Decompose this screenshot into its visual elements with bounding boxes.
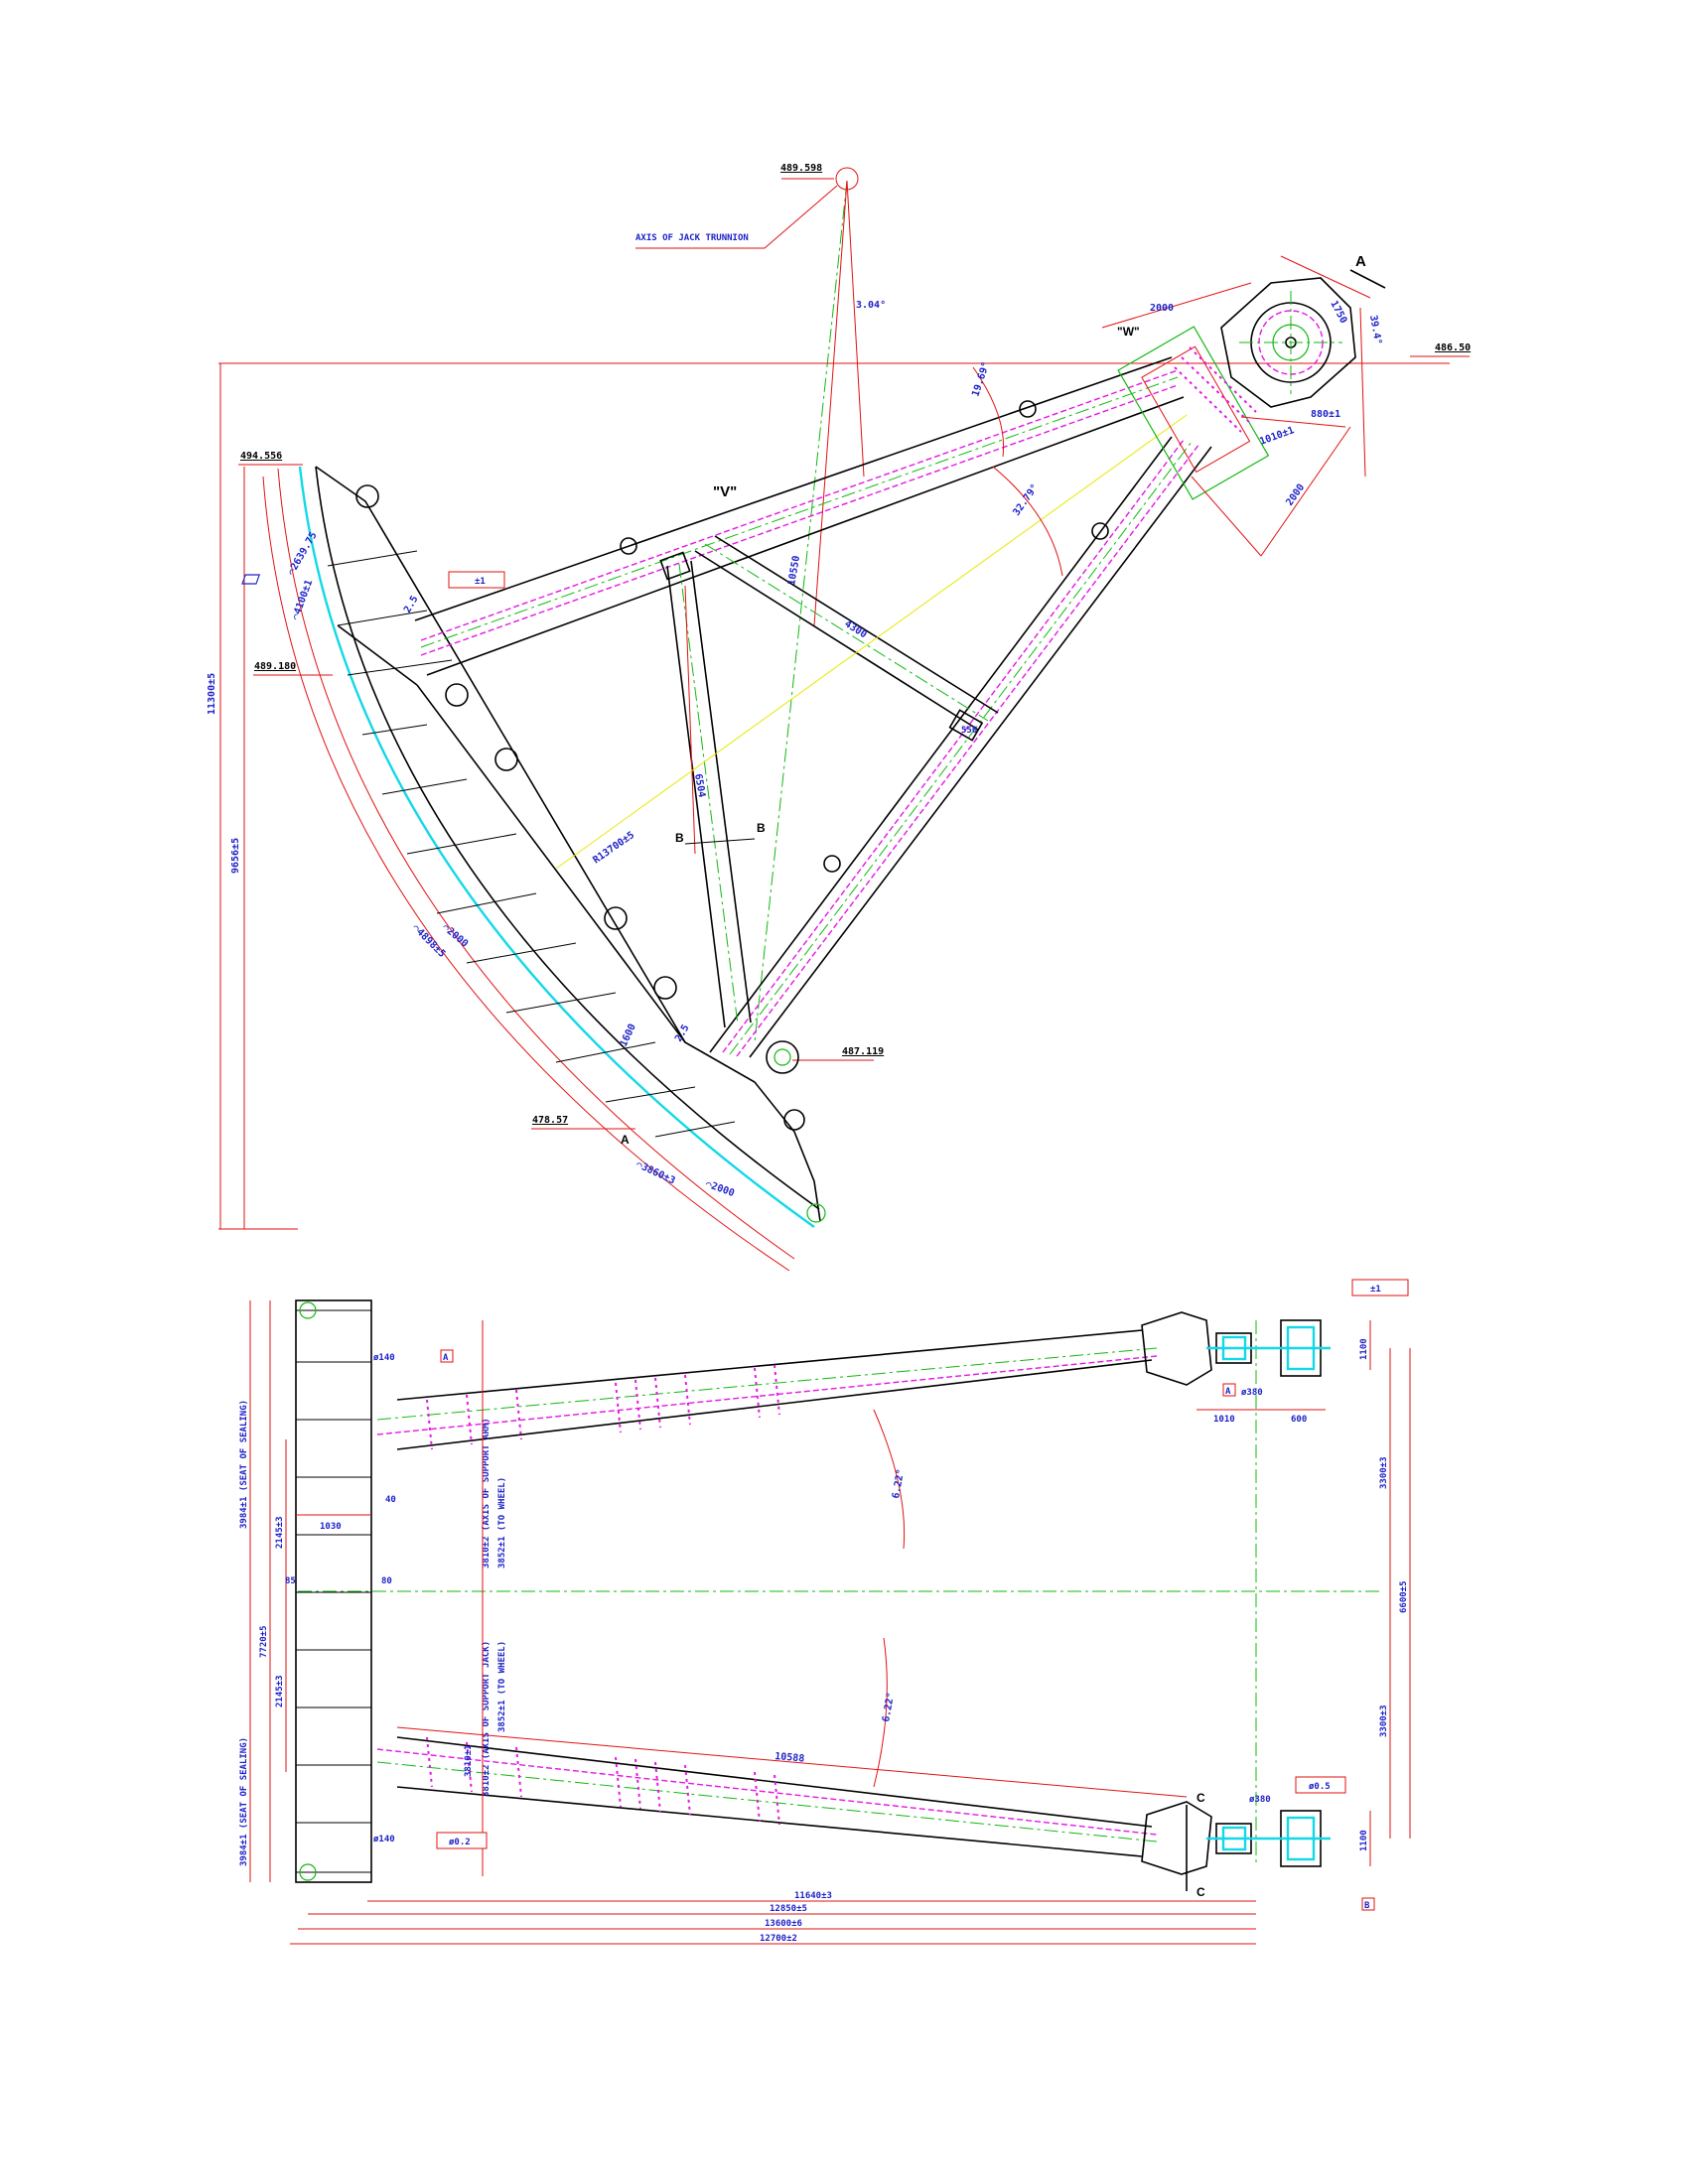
bottom-dim-4: 12700±2 — [760, 1934, 797, 1944]
left-dim-2: 2145±3 — [275, 1516, 285, 1549]
dim-4300: 4300 — [842, 618, 868, 640]
plan-skin-frame — [295, 1299, 372, 1883]
section-a-bottom: A — [621, 1133, 630, 1147]
bottom-dim-1: 11640±3 — [794, 1891, 832, 1901]
section-b-right: B — [757, 821, 766, 835]
elev-left-bottom: 478.57 — [532, 1115, 568, 1126]
dim-phi380-bot: ø380 — [1249, 1795, 1271, 1805]
section-c-top: C — [1196, 1791, 1205, 1805]
left-dim-4: 2145±3 — [275, 1675, 285, 1707]
tol-flat-frame — [448, 571, 505, 589]
datum-a-box-top — [440, 1349, 454, 1363]
axis-line — [754, 180, 848, 1043]
axis-upper-2: 3852±1 (TO WHEEL) — [497, 1477, 507, 1569]
dim-600: 600 — [1291, 1415, 1307, 1425]
dim-radius: R13700±5 — [591, 830, 636, 867]
left-dim-5: 3984±1 (SEAT OF SEALING) — [239, 1737, 249, 1866]
right-dim-1: 3300±3 — [1379, 1456, 1389, 1489]
axis-lower-1: 3810±2 (AXIS OF SUPPORT JACK) — [482, 1641, 492, 1797]
upper-arm — [414, 356, 1185, 676]
dim-1600: 1600 — [619, 1023, 638, 1048]
bottom-dim-2: 12850±5 — [770, 1904, 807, 1914]
chord-line — [555, 414, 1188, 870]
plan-arm-ribs — [426, 1364, 780, 1826]
axis-lower-3: 3810±1 — [464, 1744, 474, 1777]
dim-1010: 1010±1 — [1258, 425, 1296, 448]
side-view: 489.598 AXIS OF JACK TRUNNION 3.04° 1130… — [207, 163, 1471, 1272]
plan-hinge-bottom — [1141, 1801, 1331, 1875]
plan-lower-arm — [376, 1736, 1158, 1857]
skin-plate-arc — [298, 466, 815, 1228]
elev-top: 489.598 — [780, 163, 822, 174]
dim-85: 85 — [285, 1576, 296, 1586]
dim-6504: 6504 — [692, 773, 707, 799]
dim-40: 40 — [385, 1495, 396, 1505]
dim-height-lower: 9656±5 — [230, 838, 241, 874]
dim-1100-top: 1100 — [1359, 1338, 1369, 1360]
dim-1010: 1010 — [1213, 1415, 1235, 1425]
trunnion-circle — [835, 167, 859, 191]
elev-right: 486.50 — [1435, 342, 1471, 353]
dim-10588: 10588 — [774, 1751, 805, 1765]
tol-parallel: ±1 — [1370, 1285, 1381, 1295]
plan-upper-arm — [376, 1329, 1158, 1450]
angle-upper: 6.22° — [891, 1468, 907, 1500]
dim-80: 80 — [381, 1576, 392, 1586]
angle-small: 3.04° — [856, 300, 886, 311]
dim-phi380-top: ø380 — [1241, 1388, 1263, 1398]
tol-flat: ±1 — [475, 577, 486, 587]
angle-lower: 6.22° — [881, 1692, 897, 1723]
tol-position-top: ø0.5 — [1309, 1782, 1331, 1792]
plan-view: 6.22° 6.22° 10588 3984±1 (SEAT OF SEALIN… — [239, 1279, 1411, 1945]
axis-label: AXIS OF JACK TRUNNION — [635, 233, 749, 243]
dim-10550: 10550 — [786, 555, 802, 587]
elev-pin: 487.119 — [842, 1046, 884, 1057]
gate-frame-edge — [315, 466, 821, 1222]
diagonal-brace — [659, 535, 999, 742]
dim-1100-bot: 1100 — [1359, 1830, 1369, 1851]
angle-39: 39.4° — [1367, 315, 1383, 346]
elev-left-mid: 489.180 — [254, 661, 296, 672]
dim-height-total: 11300±5 — [207, 673, 217, 715]
datum-b: B — [1364, 1901, 1370, 1911]
angle-arc-upper — [972, 366, 1005, 458]
view-v: "V" — [713, 483, 737, 500]
tol-position-top-frame — [1295, 1776, 1346, 1794]
tol-parallel-frame — [1351, 1279, 1409, 1297]
bottom-dim-3: 13600±6 — [765, 1919, 802, 1929]
arc-2: ⌒4100±1 — [290, 579, 315, 621]
lifting-lugs — [355, 400, 1109, 1223]
right-dim-3: 3300±3 — [1379, 1705, 1389, 1737]
section-c-bottom: C — [1196, 1885, 1205, 1899]
axis-lower-2: 3852±1 (TO WHEEL) — [497, 1641, 507, 1732]
datum-a-top: A — [443, 1353, 449, 1363]
arc-5: ⌒2000 — [440, 922, 470, 950]
skin-plate-inner — [315, 466, 820, 1210]
axis-upper-1: 3810±2 (AXIS OF SUPPORT ARM) — [482, 1418, 492, 1569]
section-b-left: B — [675, 831, 684, 845]
vertical-strut — [666, 560, 752, 1028]
dim-2000: 2000 — [1150, 303, 1174, 314]
tol-position-bot-frame — [436, 1832, 488, 1849]
hinge-assembly: 2000 1750 39.4° A "W" 880±1 1010±1 2000 — [1101, 253, 1386, 557]
dim-phi140-bot: ø140 — [373, 1835, 395, 1844]
skin-ribs — [327, 550, 736, 1138]
datum-a-right: A — [1225, 1387, 1231, 1397]
right-dim-2: 6600±5 — [1399, 1580, 1409, 1613]
plan-hinge-top — [1141, 1311, 1331, 1386]
tol-position-bot: ø0.2 — [449, 1838, 471, 1847]
dim-550: 550 — [961, 726, 977, 736]
lower-arm — [709, 436, 1212, 1058]
left-dim-1: 3984±1 (SEAT OF SEALING) — [239, 1400, 249, 1529]
left-dim-3: 7720±5 — [259, 1625, 269, 1658]
dim-phi140-top: ø140 — [373, 1353, 395, 1363]
section-a-top: A — [1355, 253, 1366, 270]
view-w: "W" — [1117, 325, 1140, 339]
elev-left-top: 494.556 — [240, 451, 282, 462]
arc-6: ⌒2000 — [704, 1178, 736, 1199]
dim-880: 880±1 — [1311, 409, 1340, 420]
angle-arc-lower — [992, 466, 1063, 577]
dim-1030: 1030 — [320, 1522, 342, 1532]
